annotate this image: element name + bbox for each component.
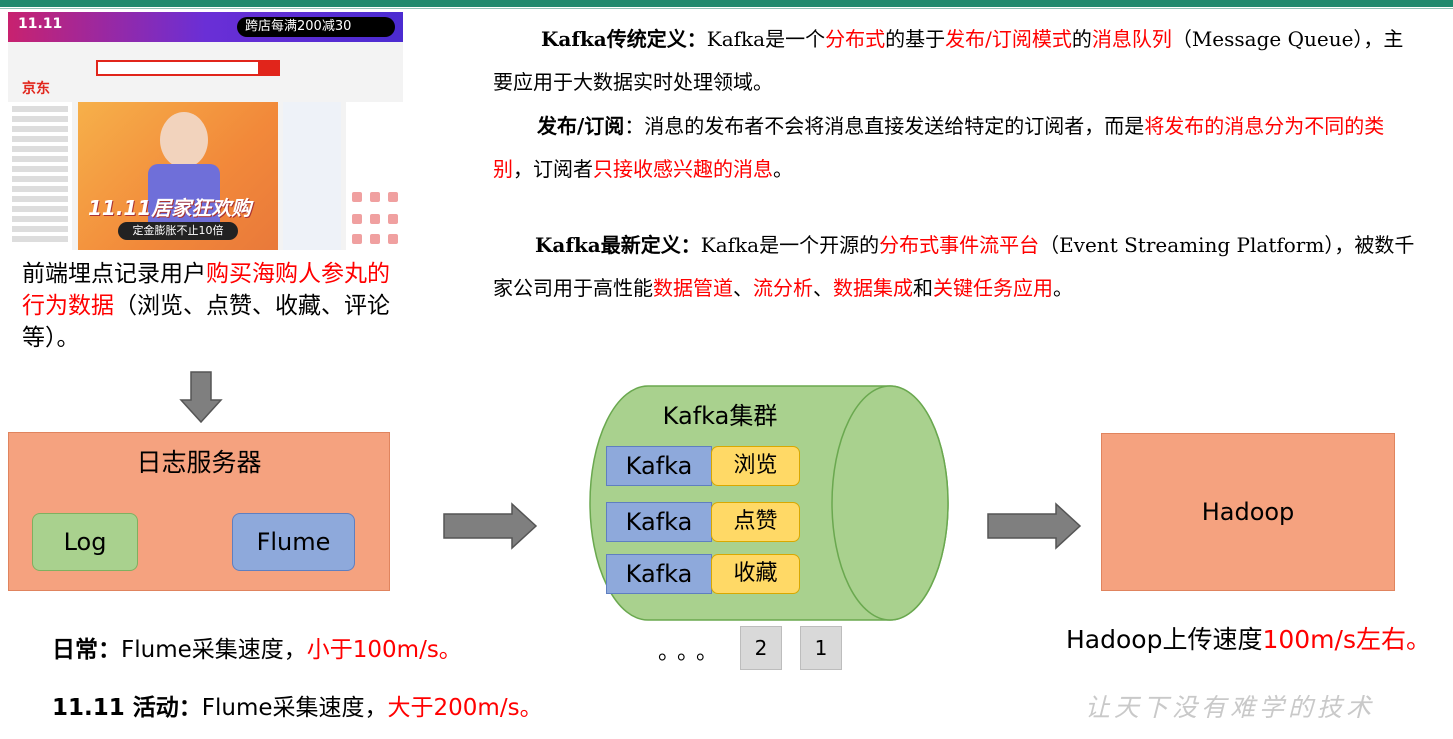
- ecommerce-screenshot: 11.11 跨店每满200减30 京东 11.11居家狂欢购 定金膨胀不止10倍: [8, 12, 403, 250]
- log-server: 日志服务器 Log Flume: [8, 432, 390, 591]
- right-arrow-icon: [987, 502, 1082, 550]
- kafka-cluster-title: Kafka集群: [662, 402, 778, 430]
- watermark: 让天下没有难学的技术: [1085, 693, 1376, 722]
- topic-like: 点赞: [711, 502, 800, 542]
- brand-logo: 京东: [22, 81, 50, 97]
- banner-logo: 11.11: [18, 16, 63, 32]
- promo-text: 跨店每满200减30: [237, 17, 395, 37]
- log-server-title: 日志服务器: [136, 448, 262, 477]
- kafka-latest-definition: Kafka最新定义：Kafka是一个开源的分布式事件流平台（Event Stre…: [493, 233, 1415, 300]
- partition-box: 1: [800, 626, 842, 670]
- ellipsis: 。。。: [658, 640, 727, 665]
- hero-slogan: 11.11居家狂欢购: [88, 196, 252, 220]
- topic-favorite: 收藏: [711, 554, 800, 594]
- kafka-node: Kafka: [606, 502, 712, 542]
- event-speed-note: 11.11 活动：Flume采集速度，大于200m/s。: [52, 695, 543, 721]
- kafka-node: Kafka: [606, 554, 712, 594]
- hadoop-title: Hadoop: [1201, 498, 1295, 526]
- down-arrow-icon: [179, 371, 223, 424]
- hadoop-node: Hadoop: [1101, 433, 1395, 591]
- hero-cta: 定金膨胀不止10倍: [118, 222, 238, 240]
- search-input: [96, 60, 280, 76]
- side-ads: [283, 102, 341, 250]
- top-border: [0, 0, 1453, 7]
- daily-speed-note: 日常：Flume采集速度，小于100m/s。: [52, 637, 462, 663]
- kafka-traditional-definition: Kafka传统定义：Kafka是一个分布式的基于发布/订阅模式的消息队列（Mes…: [493, 27, 1404, 94]
- promo-banner: 11.11 跨店每满200减30: [8, 12, 403, 42]
- hero-banner: 11.11居家狂欢购 定金膨胀不止10倍: [78, 102, 278, 250]
- flume-node: Flume: [232, 513, 355, 571]
- category-nav: [8, 102, 72, 250]
- partition-box: 2: [740, 626, 782, 670]
- kafka-node: Kafka: [606, 446, 712, 486]
- hadoop-upload-speed: Hadoop上传速度100m/s左右。: [1066, 625, 1431, 654]
- top-border-thin: [0, 8, 1453, 9]
- topic-browse: 浏览: [711, 446, 800, 486]
- search-button: [258, 60, 278, 76]
- right-arrow-icon: [443, 502, 538, 550]
- model-face: [160, 112, 208, 168]
- screenshot-caption: 前端埋点记录用户购买海购人参丸的行为数据（浏览、点赞、收藏、评论等）。: [22, 261, 390, 351]
- log-node: Log: [32, 513, 138, 571]
- pubsub-definition: 发布/订阅：消息的发布者不会将消息直接发送给特定的订阅者，而是将发布的消息分为不…: [493, 114, 1385, 181]
- side-services: [346, 102, 403, 250]
